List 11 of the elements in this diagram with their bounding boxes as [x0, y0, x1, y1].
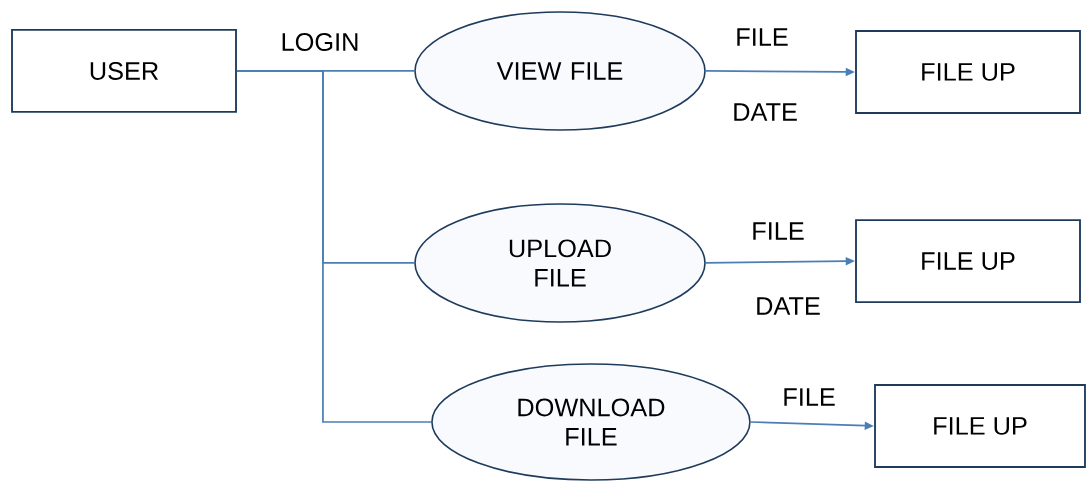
entity-box: FILE UP — [874, 384, 1086, 468]
edge-label: LOGIN — [282, 33, 358, 51]
edge-label: FILE — [784, 388, 835, 406]
edge-label: FILE — [737, 28, 788, 46]
entity-box: USER — [11, 29, 237, 113]
connector-line — [236, 70, 432, 423]
edge-label: FILE — [753, 222, 804, 240]
entity-box: FILE UP — [855, 219, 1081, 303]
flow-label: DATE — [757, 297, 820, 315]
flow-label: DATE — [734, 103, 797, 121]
entity-box: FILE UP — [855, 30, 1081, 114]
